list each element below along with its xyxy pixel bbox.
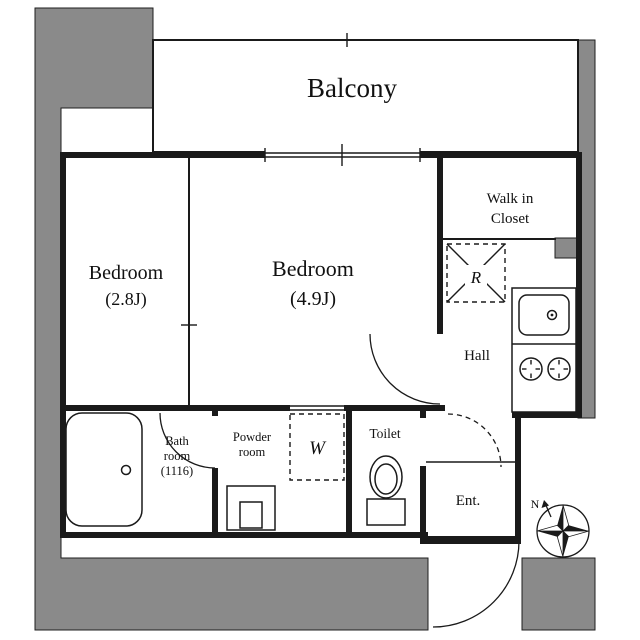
structure-bottom-right bbox=[521, 557, 596, 631]
stove-burner-right-icon bbox=[547, 357, 571, 381]
balcony-label: Balcony bbox=[307, 73, 397, 103]
powder-room-label-line2: room bbox=[239, 445, 266, 459]
walk-in-closet-label-line1: Walk in bbox=[487, 191, 534, 207]
toilet-fixture bbox=[366, 455, 406, 526]
bathroom-door-arc bbox=[159, 412, 216, 469]
window-top bbox=[264, 144, 421, 166]
bedroom-door-arc bbox=[369, 333, 441, 405]
door-arcs bbox=[159, 333, 520, 628]
wall-bath-divider-bottom bbox=[212, 468, 218, 532]
stove-burner-left-icon bbox=[519, 357, 543, 381]
room-labels: Bedroom (2.8J) Bedroom (4.9J) Walk in Cl… bbox=[89, 191, 534, 509]
wall-mid-left bbox=[60, 405, 290, 411]
kitchen-faucet-dot bbox=[550, 313, 554, 317]
compass: N bbox=[531, 497, 590, 558]
washer-space: W bbox=[289, 413, 345, 481]
wall-entrance-bottom-stub bbox=[420, 536, 433, 544]
wall-bottom bbox=[60, 532, 428, 538]
entrance-door-arc bbox=[432, 540, 520, 628]
compass-north-arrowhead bbox=[541, 500, 549, 508]
wall-bedroom-right bbox=[437, 152, 443, 334]
wall-right bbox=[576, 152, 582, 418]
wall-powder-toilet-divider bbox=[346, 411, 352, 532]
bathroom-label-line1: Bath bbox=[165, 434, 189, 448]
bedroom-small-size: (2.8J) bbox=[105, 289, 147, 310]
compass-star-icon bbox=[536, 504, 590, 558]
washer-outline bbox=[289, 413, 345, 481]
bedroom-large-size: (4.9J) bbox=[290, 288, 336, 310]
entrance-door-leaf bbox=[433, 536, 521, 544]
bedroom-small-label: Bedroom bbox=[89, 262, 164, 284]
wall-toilet-ent-top bbox=[420, 411, 426, 418]
kitchen-sink bbox=[518, 294, 570, 336]
vanity-basin bbox=[239, 501, 263, 529]
toilet-bowl-inner bbox=[374, 463, 398, 495]
refrigerator-outline bbox=[446, 243, 506, 303]
wall-left bbox=[60, 152, 66, 538]
structure-gray bbox=[34, 7, 596, 631]
sliding-door-powder bbox=[290, 405, 344, 411]
hall-label: Hall bbox=[464, 348, 490, 364]
kitchen-counter bbox=[511, 287, 577, 413]
wall-kitchen-bottom bbox=[512, 412, 582, 418]
wall-bath-divider-top bbox=[212, 411, 218, 416]
bathroom-label-line2: room bbox=[164, 449, 191, 463]
toilet-label: Toilet bbox=[369, 426, 401, 441]
hall-door-arc bbox=[447, 413, 502, 468]
bedroom-large-label: Bedroom bbox=[272, 256, 354, 281]
bathroom-label-line3: (1116) bbox=[161, 464, 193, 478]
refrigerator-label-bg bbox=[465, 265, 487, 288]
refrigerator-space: R bbox=[446, 243, 506, 303]
vanity-unit bbox=[226, 485, 276, 531]
bathtub bbox=[65, 412, 143, 527]
wall-toilet-ent-bottom bbox=[420, 466, 426, 536]
entrance-label: Ent. bbox=[456, 493, 481, 509]
walk-in-closet-label-line2: Closet bbox=[491, 211, 530, 227]
wall-mid-right bbox=[344, 405, 445, 411]
washer-label: W bbox=[309, 438, 327, 459]
bathtub-drain-icon bbox=[120, 464, 132, 476]
balcony-area: Balcony bbox=[152, 33, 579, 153]
bathtub-outline bbox=[65, 412, 143, 527]
powder-room-label-line1: Powder bbox=[233, 430, 272, 444]
wall-entrance-right bbox=[515, 412, 521, 544]
compass-north-label: N bbox=[531, 497, 540, 511]
refrigerator-label: R bbox=[470, 268, 482, 287]
toilet-tank bbox=[366, 498, 406, 526]
structure-notch-right bbox=[554, 237, 579, 259]
